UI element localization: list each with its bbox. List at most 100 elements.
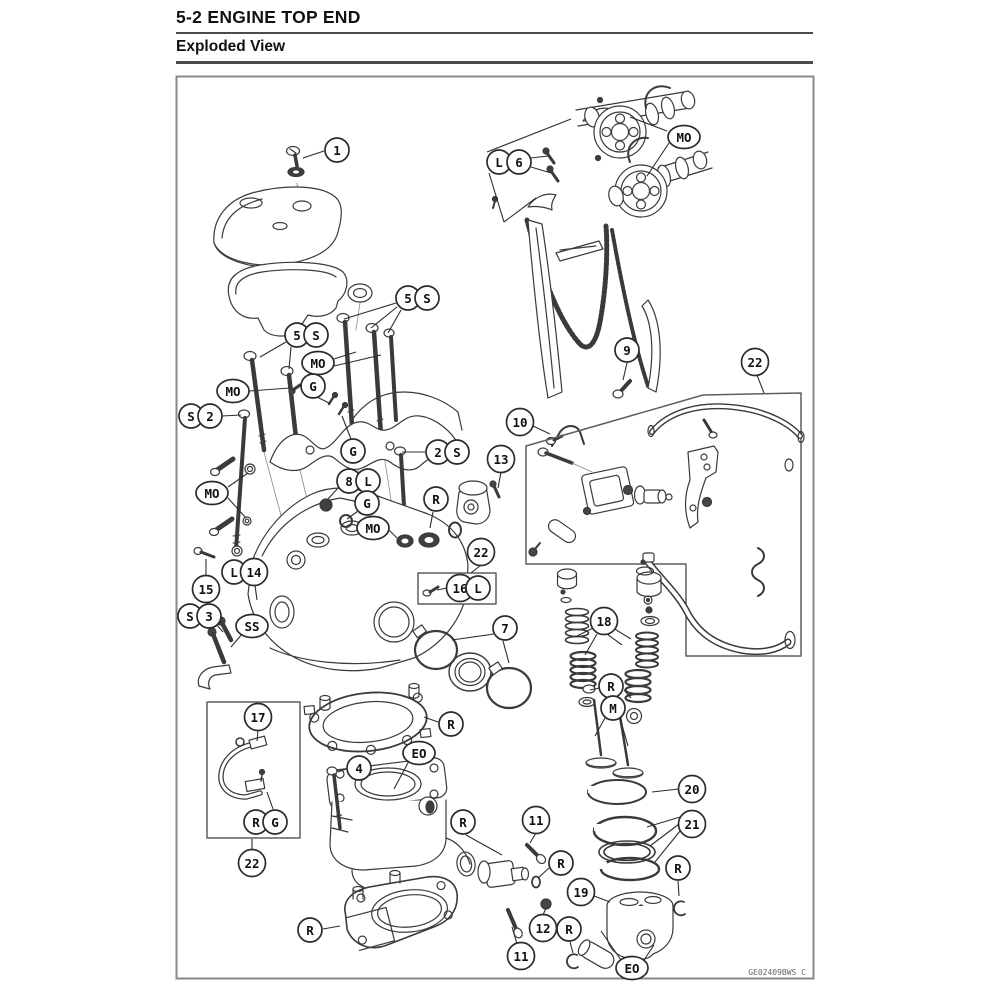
leader-line bbox=[486, 118, 572, 153]
leader-line bbox=[259, 341, 287, 358]
leader-line bbox=[511, 926, 518, 945]
callout-label-SS: SS bbox=[244, 619, 259, 634]
callout-label-S: S bbox=[423, 291, 431, 306]
callout-G bbox=[354, 490, 380, 516]
callout-label-S: S bbox=[186, 609, 194, 624]
callout-label-1: 1 bbox=[333, 143, 341, 158]
leader-line bbox=[337, 768, 347, 773]
callout-label-11: 11 bbox=[528, 813, 543, 828]
callout-label-12: 12 bbox=[535, 921, 550, 936]
water-pipe-union bbox=[456, 843, 552, 939]
callout-14 bbox=[239, 557, 269, 587]
leader-line bbox=[288, 346, 292, 370]
callout-21 bbox=[677, 809, 707, 839]
callout-L bbox=[465, 575, 491, 601]
valve-cover bbox=[213, 186, 342, 268]
callout-label-G: G bbox=[363, 496, 371, 511]
callout-2 bbox=[197, 403, 223, 429]
leader-line bbox=[254, 584, 258, 601]
callout-label-21: 21 bbox=[684, 817, 699, 832]
callout-label-R: R bbox=[447, 717, 455, 732]
callout-11 bbox=[506, 941, 536, 971]
callout-label-4: 4 bbox=[355, 761, 363, 776]
valve-cover-bolt bbox=[285, 145, 305, 178]
leader-line bbox=[651, 788, 680, 793]
leader-line bbox=[346, 510, 359, 520]
callout-label-22: 22 bbox=[244, 856, 259, 871]
callout-20 bbox=[677, 774, 707, 804]
air-hose-lower bbox=[642, 547, 796, 656]
callout-R bbox=[438, 711, 464, 737]
leader-line bbox=[497, 471, 502, 489]
callout-label-R: R bbox=[459, 815, 467, 830]
callout-label-R: R bbox=[565, 922, 573, 937]
callout-7 bbox=[492, 615, 518, 641]
callout-label-G: G bbox=[349, 444, 357, 459]
callout-label-22: 22 bbox=[473, 545, 488, 560]
leader-line bbox=[502, 640, 510, 664]
callout-label-L: L bbox=[495, 155, 503, 170]
callout-label-L: L bbox=[474, 581, 482, 596]
callout-label-6: 6 bbox=[515, 155, 523, 170]
callout-MO bbox=[356, 515, 390, 541]
callout-1 bbox=[324, 137, 350, 163]
callout-SS bbox=[235, 613, 269, 639]
base-gasket bbox=[344, 875, 459, 952]
leader-line bbox=[584, 633, 598, 656]
head-dowels bbox=[319, 682, 420, 711]
callout-label-5: 5 bbox=[404, 291, 412, 306]
leader-line bbox=[612, 627, 632, 640]
leader-line bbox=[643, 944, 655, 961]
callout-10 bbox=[505, 407, 535, 437]
title-rule bbox=[176, 32, 813, 34]
leader-line bbox=[423, 716, 439, 723]
callout-label-20: 20 bbox=[684, 782, 699, 797]
callout-label-EO: EO bbox=[411, 746, 426, 761]
valve-cover-gasket bbox=[227, 261, 348, 337]
leader-line bbox=[488, 172, 505, 223]
leader-line bbox=[629, 116, 668, 132]
leader-line bbox=[530, 166, 552, 174]
air-hose-upper bbox=[647, 403, 805, 472]
leader-line bbox=[387, 309, 402, 334]
callout-label-M: M bbox=[609, 701, 617, 716]
oil-filler-cap bbox=[347, 283, 373, 303]
leader-line bbox=[646, 816, 681, 828]
leader-line bbox=[227, 497, 247, 519]
callout-label-S: S bbox=[187, 409, 195, 424]
leader-line bbox=[227, 472, 249, 488]
callout-R bbox=[423, 486, 449, 512]
callout-label-L: L bbox=[364, 474, 372, 489]
leader-line bbox=[248, 387, 291, 392]
callout-label-19: 19 bbox=[573, 885, 588, 900]
callout-label-5: 5 bbox=[293, 328, 301, 343]
callout-22 bbox=[237, 848, 267, 878]
callout-22 bbox=[466, 537, 496, 567]
callout-R bbox=[665, 855, 691, 881]
section-subtitle: Exploded View bbox=[176, 38, 286, 55]
cylinder bbox=[326, 757, 471, 891]
leader-line bbox=[574, 627, 594, 638]
base-dowels bbox=[352, 869, 401, 900]
leader-line bbox=[322, 925, 341, 930]
valve-parts bbox=[556, 559, 662, 779]
page-title: 5-2 ENGINE TOP END bbox=[176, 7, 361, 27]
callout-label-G: G bbox=[271, 815, 279, 830]
callout-G bbox=[300, 373, 326, 399]
circlip-left bbox=[566, 953, 579, 970]
leader-line bbox=[654, 830, 681, 863]
pipe-bracket-10 bbox=[545, 425, 585, 447]
callout-S bbox=[303, 322, 329, 348]
leader-line bbox=[256, 729, 259, 742]
leader-line bbox=[429, 511, 434, 529]
callout-label-MO: MO bbox=[676, 130, 691, 145]
callout-label-2: 2 bbox=[206, 409, 214, 424]
callout-S bbox=[444, 439, 470, 465]
leader-line bbox=[530, 155, 549, 159]
subtitle-rule bbox=[176, 61, 813, 64]
leader-line bbox=[623, 689, 632, 699]
leader-line bbox=[537, 867, 550, 879]
piston-rings bbox=[587, 779, 661, 882]
